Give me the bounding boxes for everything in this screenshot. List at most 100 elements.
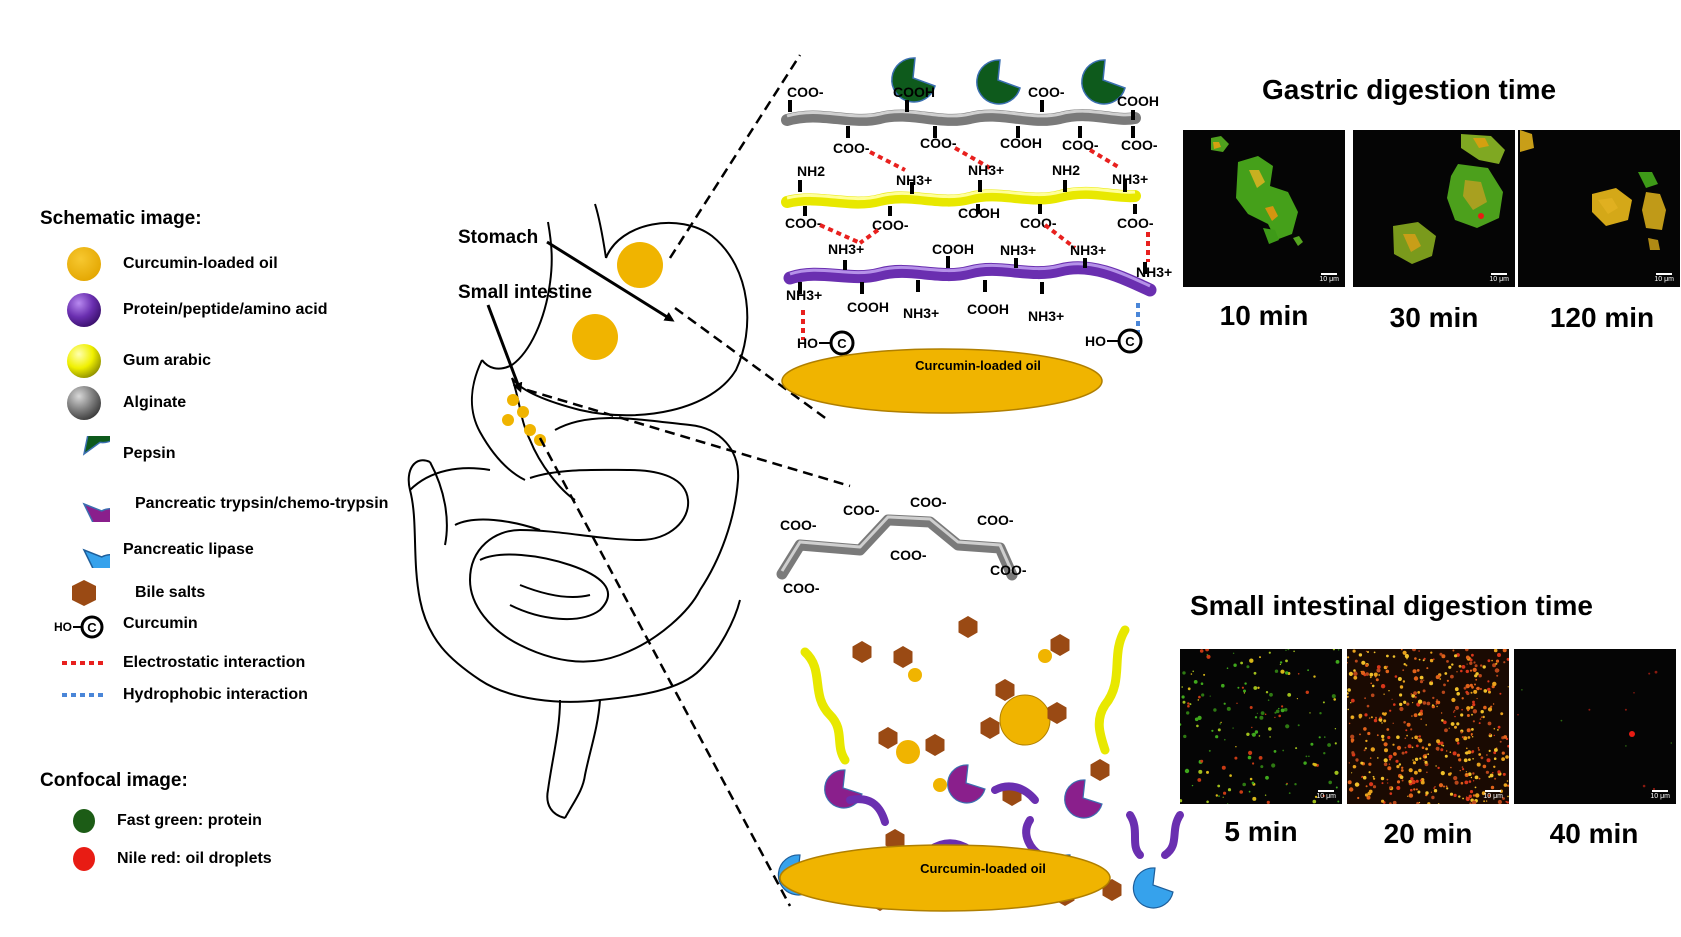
digestive-tract-drawing — [407, 203, 749, 819]
fluorescent-speck — [1466, 706, 1471, 711]
fluorescent-speck — [1436, 705, 1438, 708]
fluorescent-speck — [1422, 689, 1426, 693]
bile-salt — [1090, 759, 1110, 781]
legend-item: Electrostatic interaction — [40, 645, 450, 681]
fluorescent-speck — [1507, 686, 1509, 688]
fluorescent-speck — [1403, 700, 1407, 704]
fluorescent-speck — [1492, 681, 1497, 687]
fluorescent-speck — [1502, 772, 1506, 776]
fluorescent-speck — [1472, 700, 1475, 704]
svg-text:COO-: COO- — [872, 217, 909, 233]
fluorescent-speck — [1440, 748, 1444, 752]
svg-text:COO-: COO- — [890, 547, 927, 563]
fluorescent-speck — [1425, 791, 1429, 795]
fluorescent-speck — [1200, 682, 1204, 685]
fluorescent-speck — [1374, 716, 1378, 719]
fluorescent-speck — [1198, 769, 1203, 774]
fluorescent-speck — [1249, 658, 1254, 663]
legend-item: Pepsin — [40, 436, 450, 472]
fluorescent-speck — [1399, 706, 1404, 712]
fluorescent-speck — [1285, 783, 1288, 786]
fluorescent-speck — [1347, 688, 1351, 692]
fluorescent-speck — [1482, 764, 1487, 769]
fluorescent-speck — [1366, 795, 1371, 800]
fluorescent-speck — [1423, 759, 1425, 762]
legend-item: Gum arabic — [40, 343, 450, 379]
fluorescent-speck — [1410, 788, 1413, 792]
fluorescent-speck — [1461, 766, 1464, 768]
fluorescent-speck — [1282, 749, 1285, 752]
fluorescent-speck — [1349, 787, 1354, 792]
intestinal-time-label: 20 min — [1383, 818, 1473, 849]
fluorescent-speck — [1281, 705, 1284, 708]
fluorescent-speck — [1490, 785, 1495, 790]
fluorescent-speck — [1389, 792, 1393, 795]
scale-bar: 10 μm — [1489, 273, 1509, 283]
fluorescent-speck — [1252, 796, 1257, 801]
fluorescent-speck — [1425, 747, 1428, 751]
fluorescent-speck — [1404, 746, 1407, 749]
fluorescent-speck — [1258, 756, 1263, 760]
fluorescent-speck — [1456, 722, 1460, 726]
fluorescent-speck — [1369, 672, 1374, 677]
fluorescent-speck — [1411, 694, 1416, 698]
svg-text:COO-: COO- — [1062, 137, 1099, 153]
pepsin-pacman-icon — [82, 436, 110, 456]
fluorescent-speck — [1410, 777, 1414, 781]
fluorescent-speck — [1458, 795, 1461, 798]
fluorescent-speck — [1268, 727, 1272, 731]
fluorescent-speck — [1350, 702, 1352, 704]
svg-text:COOH: COOH — [967, 301, 1009, 317]
fluorescent-speck — [1493, 751, 1497, 755]
fluorescent-speck — [1187, 702, 1190, 705]
fluorescent-speck — [1347, 708, 1349, 711]
alginate-bottom-labels: COO- COO- COOH COO- COO- — [833, 126, 1158, 156]
fluorescent-speck — [1414, 670, 1417, 673]
fluorescent-speck — [1360, 670, 1366, 675]
fluorescent-speck — [1224, 738, 1226, 741]
fluorescent-speck — [1314, 795, 1318, 799]
fluorescent-speck — [1369, 782, 1374, 787]
fluorescent-speck — [1480, 710, 1484, 714]
fluorescent-speck — [1477, 747, 1480, 749]
fluorescent-speck — [1470, 776, 1473, 779]
svg-text:COO-: COO- — [1020, 215, 1057, 231]
scale-bar: 10 μm — [1650, 790, 1670, 800]
gastric-time-label: 30 min — [1389, 302, 1479, 333]
svg-text:NH3+: NH3+ — [786, 287, 822, 303]
fluorescent-speck — [1180, 799, 1183, 803]
svg-text:COO-: COO- — [910, 494, 947, 510]
fluorescent-speck — [1465, 669, 1469, 674]
fluorescent-speck — [1366, 704, 1370, 708]
fluorescent-speck — [1495, 662, 1498, 665]
fluorescent-speck — [1403, 663, 1406, 666]
fluorescent-speck — [1488, 733, 1492, 736]
fluorescent-speck — [1497, 799, 1502, 804]
svg-text:COO-: COO- — [780, 517, 817, 533]
fluorescent-speck — [1347, 656, 1350, 659]
curcumin-marker: HO C — [797, 330, 855, 356]
fluorescent-speck — [1251, 733, 1253, 735]
fluorescent-speck — [1456, 671, 1458, 673]
fluorescent-speck — [1280, 669, 1285, 674]
fluorescent-speck — [1381, 799, 1385, 803]
fluorescent-speck — [1441, 719, 1444, 722]
fluorescent-speck — [1419, 680, 1424, 684]
fluorescent-speck — [1433, 658, 1435, 660]
rectum-outline — [546, 699, 601, 819]
fluorescent-speck — [1408, 793, 1414, 798]
fluorescent-speck — [1437, 766, 1440, 770]
fluorescent-speck — [1206, 800, 1209, 804]
fluorescent-speck — [1470, 691, 1473, 694]
fluorescent-speck — [1456, 692, 1460, 696]
fluorescent-speck — [1499, 692, 1502, 695]
fluorescent-speck — [1456, 753, 1460, 757]
fluorescent-speck — [1427, 802, 1431, 804]
gum-arabic-sphere-icon — [67, 344, 101, 378]
fluorescent-speck — [1487, 687, 1491, 692]
fluorescent-speck — [1242, 782, 1246, 787]
fluorescent-speck — [1478, 722, 1481, 725]
fluorescent-speck — [1464, 780, 1469, 785]
fluorescent-speck — [1386, 728, 1390, 731]
fluorescent-speck — [1363, 727, 1367, 731]
